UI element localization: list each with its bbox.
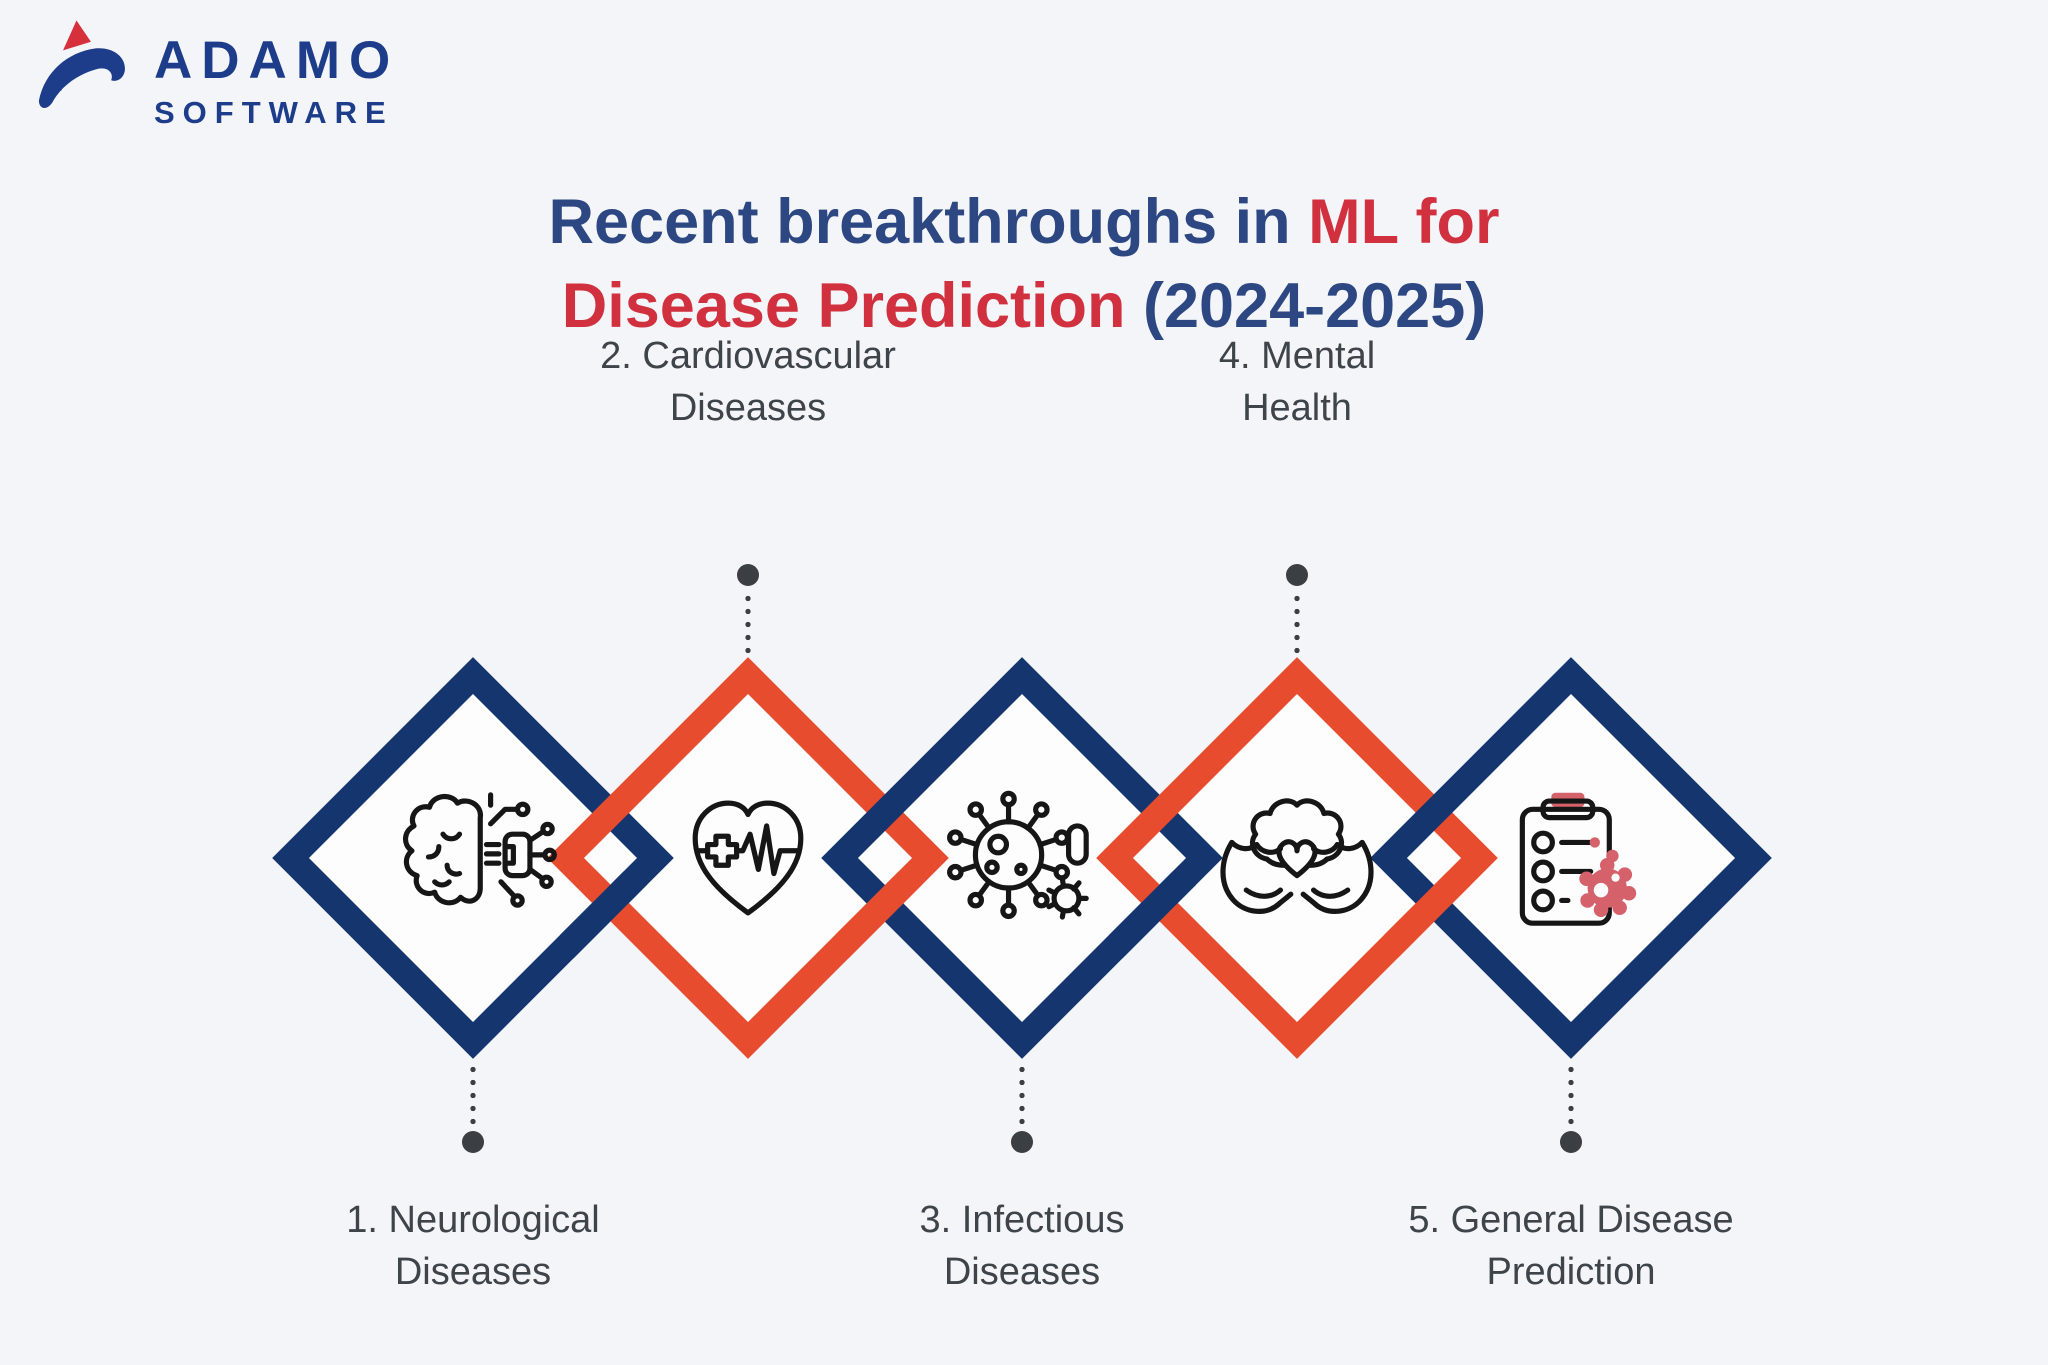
- title-segment: (2024-2025): [1143, 270, 1487, 341]
- label-infectious: 3. Infectious Diseases: [742, 1194, 1302, 1299]
- virus-icon: [947, 790, 1089, 920]
- brain-circuit-icon: [402, 792, 557, 908]
- clipboard-germ-icon: [1519, 792, 1637, 926]
- label-line-1: 5. General Disease: [1408, 1199, 1734, 1241]
- label-line-1: 2. Cardiovascular: [600, 335, 896, 377]
- adamo-logo-mark-icon: [38, 20, 125, 108]
- connector-dot-2: [737, 564, 759, 586]
- label-neurological: 1. Neurological Diseases: [193, 1194, 753, 1299]
- mind-care-icon: [1220, 798, 1374, 914]
- icon-box-3: [916, 752, 1128, 964]
- connector-dot-1: [462, 1131, 484, 1153]
- title-line-1: Recent breakthroughs in ML for: [0, 181, 2048, 265]
- icon-box-1: [367, 752, 579, 964]
- title-segment: Disease Prediction: [561, 270, 1143, 341]
- label-line-2: Diseases: [669, 387, 827, 430]
- label-general-prediction: 5. General Disease Prediction: [1291, 1194, 1851, 1299]
- connector-line-5: [1568, 1063, 1574, 1125]
- label-line-2: Prediction: [1486, 1251, 1656, 1294]
- title-line-2: Disease Prediction (2024-2025): [0, 265, 2048, 349]
- label-line-1: 4. Mental: [1218, 335, 1376, 377]
- connector-line-2: [745, 592, 751, 656]
- label-line-2: Health: [1242, 387, 1352, 430]
- logo-suffix: SOFTWARE: [154, 95, 394, 130]
- label-line-2: Diseases: [943, 1251, 1101, 1294]
- icon-box-4: [1191, 752, 1403, 964]
- icon-box-2: [642, 752, 854, 964]
- connector-dot-4: [1286, 564, 1308, 586]
- label-cardiovascular: 2. Cardiovascular Diseases: [468, 330, 1028, 435]
- heart-pulse-icon: [692, 800, 804, 916]
- title-segment: Recent breakthroughs in: [548, 187, 1309, 257]
- connector-dot-5: [1560, 1131, 1582, 1153]
- connector-dot-3: [1011, 1131, 1033, 1153]
- adamo-logo: ADAMO SOFTWARE: [34, 8, 399, 128]
- page-title: Recent breakthroughs in ML for Disease P…: [0, 181, 2048, 349]
- connector-line-4: [1294, 592, 1300, 656]
- label-line-1: 3. Infectious: [919, 1199, 1125, 1241]
- title-segment: ML for: [1308, 187, 1500, 257]
- connector-line-1: [470, 1063, 476, 1125]
- label-line-1: 1. Neurological: [346, 1199, 600, 1241]
- connector-line-3: [1019, 1063, 1025, 1125]
- adamo-logo-text: ADAMO SOFTWARE: [154, 8, 399, 128]
- logo-name: ADAMO: [154, 31, 400, 90]
- label-line-2: Diseases: [394, 1251, 552, 1294]
- icon-box-5: [1465, 752, 1677, 964]
- label-mental-health: 4. Mental Health: [1017, 330, 1577, 435]
